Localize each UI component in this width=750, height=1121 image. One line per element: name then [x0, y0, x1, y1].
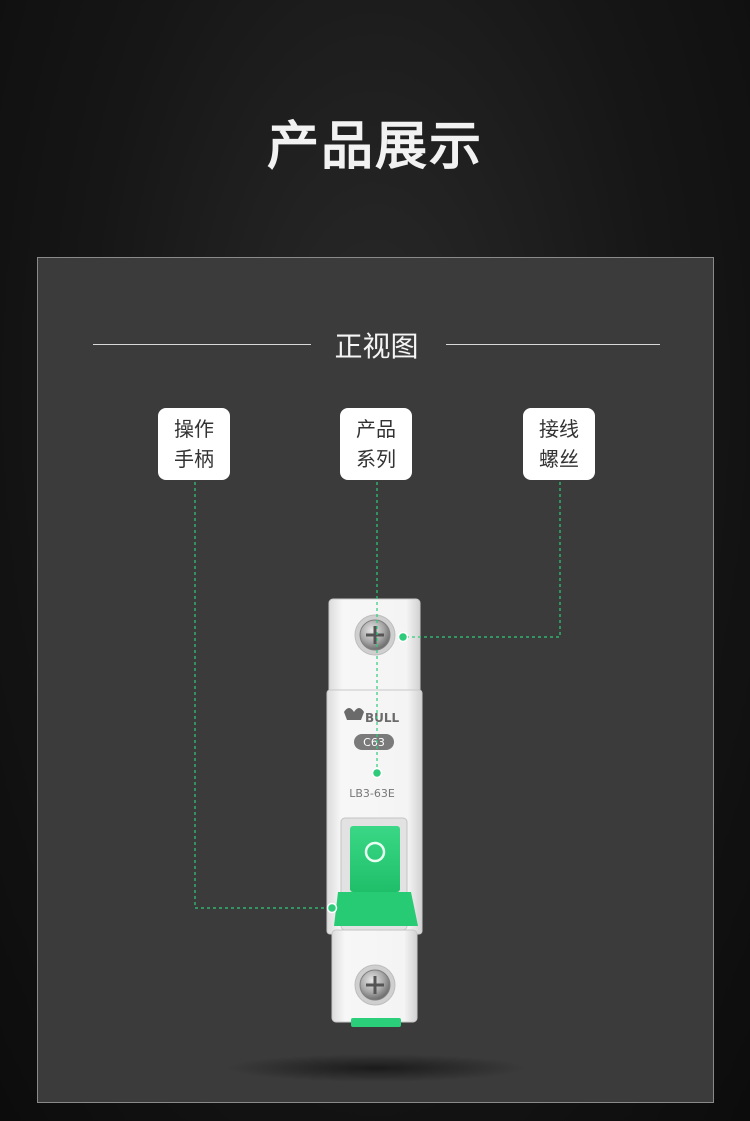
callout-series: 产品 系列	[340, 408, 412, 480]
callout-screw-line1: 接线	[539, 417, 579, 441]
bottom-screw-icon	[354, 964, 396, 1006]
top-screw-icon	[354, 614, 396, 656]
model-text: LB3-63E	[349, 787, 395, 800]
brand-text: BULL	[365, 711, 400, 725]
operating-handle	[334, 826, 418, 926]
leader-screw	[403, 482, 561, 638]
view-title: 正视图	[334, 330, 419, 363]
leader-handle	[194, 482, 330, 909]
leader-dots	[326, 631, 409, 914]
floor-shadow	[226, 1054, 526, 1082]
callout-handle-line2: 手柄	[174, 447, 214, 471]
callout-series-line1: 产品	[356, 417, 396, 441]
product-view-panel: 正视图 操作 手柄 产品 系列 接线 螺丝	[37, 257, 714, 1103]
leader-lines	[194, 482, 561, 909]
callout-handle: 操作 手柄	[158, 408, 230, 480]
title-divider-left	[93, 344, 311, 345]
rating-badge: C63	[363, 736, 385, 749]
page-title: 产品展示	[266, 117, 483, 177]
circuit-breaker: BULL C63 LB3-63E	[326, 598, 423, 1027]
title-divider-right	[446, 344, 660, 345]
brand-logo: BULL	[344, 708, 400, 725]
product-illustration: BULL C63 LB3-63E	[194, 482, 561, 1082]
callout-screw: 接线 螺丝	[523, 408, 595, 480]
callout-handle-line1: 操作	[174, 417, 214, 441]
callout-series-line2: 系列	[356, 447, 396, 471]
callout-screw-line2: 螺丝	[539, 447, 579, 471]
